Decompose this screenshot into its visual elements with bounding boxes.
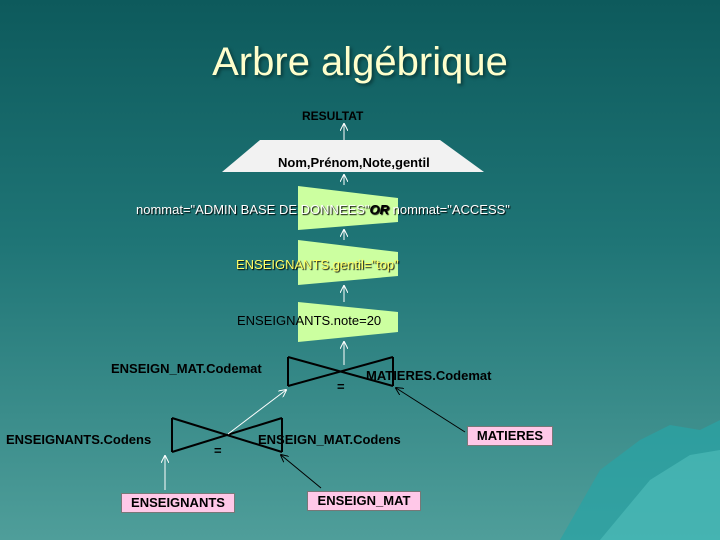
join-top-right-attr: MATIERES.Codemat bbox=[366, 368, 492, 383]
join-top-operator: = bbox=[337, 379, 345, 394]
join-bottom-operator: = bbox=[214, 443, 222, 458]
slide-title: Arbre algébrique bbox=[212, 40, 508, 84]
arrow-matieres-topjoin bbox=[396, 388, 466, 433]
projection-label: Nom,Prénom,Note,gentil bbox=[278, 155, 430, 170]
table-enseign-mat: ENSEIGN_MAT bbox=[307, 491, 421, 511]
arrow-enseignmat-bottomjoin bbox=[281, 455, 322, 489]
selection3-shape bbox=[298, 302, 398, 342]
projection-shape bbox=[222, 140, 484, 172]
join-bottom-right-attr: ENSEIGN_MAT.Codens bbox=[258, 432, 401, 447]
join-top-symbol bbox=[287, 356, 394, 387]
selection1-part1: nommat="ADMIN BASE DE DONNEES" bbox=[136, 202, 370, 217]
selection1-label: nommat="ADMIN BASE DE DONNEES"OR nommat=… bbox=[136, 202, 510, 217]
selection1-or: OR bbox=[369, 202, 390, 217]
selection2-label: ENSEIGNANTS.gentil="top" bbox=[236, 257, 399, 272]
selection2-shape bbox=[298, 240, 398, 285]
arrow-bottomjoin-topjoin bbox=[227, 390, 286, 435]
selection1-shape bbox=[298, 186, 398, 230]
join-top-left-attr: ENSEIGN_MAT.Codemat bbox=[111, 361, 262, 376]
selection3-label: ENSEIGNANTS.note=20 bbox=[237, 313, 382, 328]
selection1-part2: nommat="ACCESS" bbox=[389, 202, 510, 217]
result-label: RESULTAT bbox=[302, 109, 364, 123]
table-enseignants: ENSEIGNANTS bbox=[121, 493, 235, 513]
join-bottom-left-attr: ENSEIGNANTS.Codens bbox=[6, 432, 152, 447]
join-bottom-symbol bbox=[171, 417, 283, 453]
table-matieres: MATIERES bbox=[467, 426, 553, 446]
